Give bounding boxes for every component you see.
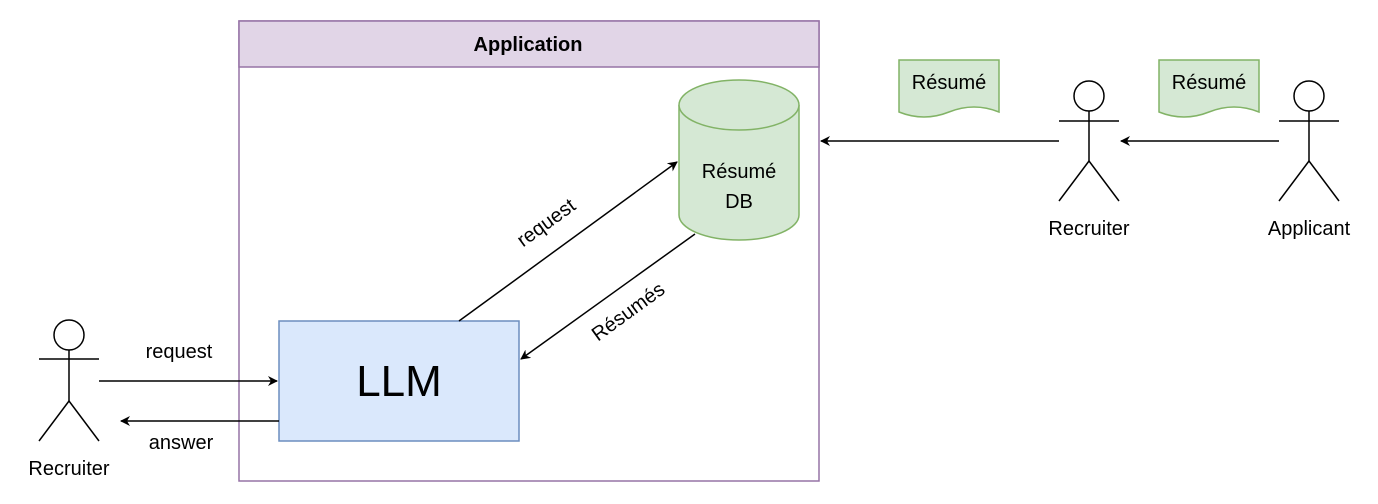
llm-box bbox=[278, 320, 520, 442]
applicant-label: Applicant bbox=[1268, 218, 1351, 240]
db-cylinder-body bbox=[678, 105, 800, 241]
resume-document-1: Résumé bbox=[898, 59, 1000, 118]
actor-head bbox=[53, 319, 85, 351]
recruiter-right-label: Recruiter bbox=[1048, 218, 1129, 240]
llm-request-arrow bbox=[458, 161, 678, 322]
resume-document-2-label: Résumé bbox=[1172, 72, 1246, 94]
applicant-actor bbox=[1278, 80, 1340, 202]
llm-label: LLM bbox=[356, 357, 442, 406]
resume-db-node: Résumé DB bbox=[678, 79, 800, 241]
application-header bbox=[238, 20, 820, 68]
llm-node: LLM bbox=[278, 320, 520, 442]
db-label-line1: Résumé bbox=[702, 161, 776, 183]
recruiter-left-label: Recruiter bbox=[28, 458, 109, 480]
resume-document-2: Résumé bbox=[1158, 59, 1260, 118]
db-label-line2: DB bbox=[725, 191, 753, 213]
application-title: Application bbox=[474, 34, 583, 56]
db-cylinder-top bbox=[678, 79, 800, 131]
user-answer-label: answer bbox=[149, 432, 214, 454]
recruiter-actor-right bbox=[1058, 80, 1120, 202]
user-request-label: request bbox=[146, 341, 213, 363]
actor-head bbox=[1073, 80, 1105, 112]
resume-document-1-label: Résumé bbox=[912, 72, 986, 94]
document-shape bbox=[898, 59, 1000, 118]
db-response-arrow bbox=[520, 233, 696, 360]
document-shape bbox=[1158, 59, 1260, 118]
actor-head bbox=[1293, 80, 1325, 112]
recruiter-actor-left bbox=[38, 319, 100, 442]
